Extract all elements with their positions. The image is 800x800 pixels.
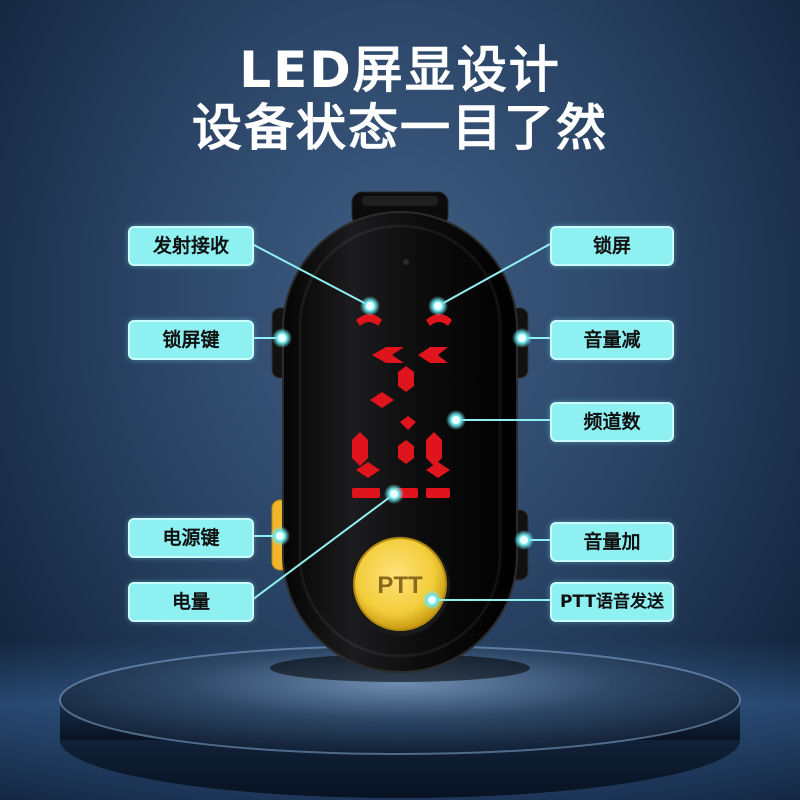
transmit-indicator: [356, 314, 382, 326]
callout-lock-key: 锁屏键: [128, 320, 254, 360]
headline-line-2: 设备状态一目了然: [192, 99, 608, 157]
leader-tx-rx: [251, 243, 371, 307]
ptt-button: PTT: [350, 536, 450, 636]
callout-power-key: 电源键: [128, 518, 254, 558]
callout-ptt-voice: PTT语音发送: [550, 582, 674, 622]
callout-channel-number: 频道数: [550, 402, 674, 442]
leader-battery: [251, 493, 395, 601]
callout-battery-label: 电量: [171, 591, 210, 613]
callout-lock-key-label: 锁屏键: [162, 329, 220, 351]
callout-power-key-label: 电源键: [162, 527, 220, 549]
ptt-label: PTT: [377, 572, 423, 599]
callout-battery: 电量: [128, 582, 254, 622]
callout-lock-screen-label: 锁屏: [592, 235, 631, 257]
callout-tx-rx: 发射接收: [128, 226, 254, 266]
display-pedestal: [59, 645, 741, 798]
led-display: [352, 314, 452, 498]
callout-ptt-voice-label: PTT语音发送: [559, 592, 665, 612]
callout-volume-down-label: 音量减: [583, 329, 641, 351]
headline-line-1: LED屏显设计: [239, 41, 561, 99]
callout-lock-screen: 锁屏: [550, 226, 674, 266]
callout-tx-rx-label: 发射接收: [152, 235, 229, 257]
callout-volume-up: 音量加: [550, 522, 674, 562]
callout-channel-number-label: 频道数: [583, 411, 641, 433]
callout-dots: [270, 296, 534, 610]
microphone-hole: [403, 259, 409, 265]
channel-digit: [352, 347, 450, 478]
leader-lock-screen: [437, 243, 551, 307]
walkie-talkie-device: [270, 191, 530, 682]
callout-volume-up-label: 音量加: [583, 531, 641, 553]
callout-volume-down: 音量减: [550, 320, 674, 360]
receive-indicator: [426, 314, 452, 326]
